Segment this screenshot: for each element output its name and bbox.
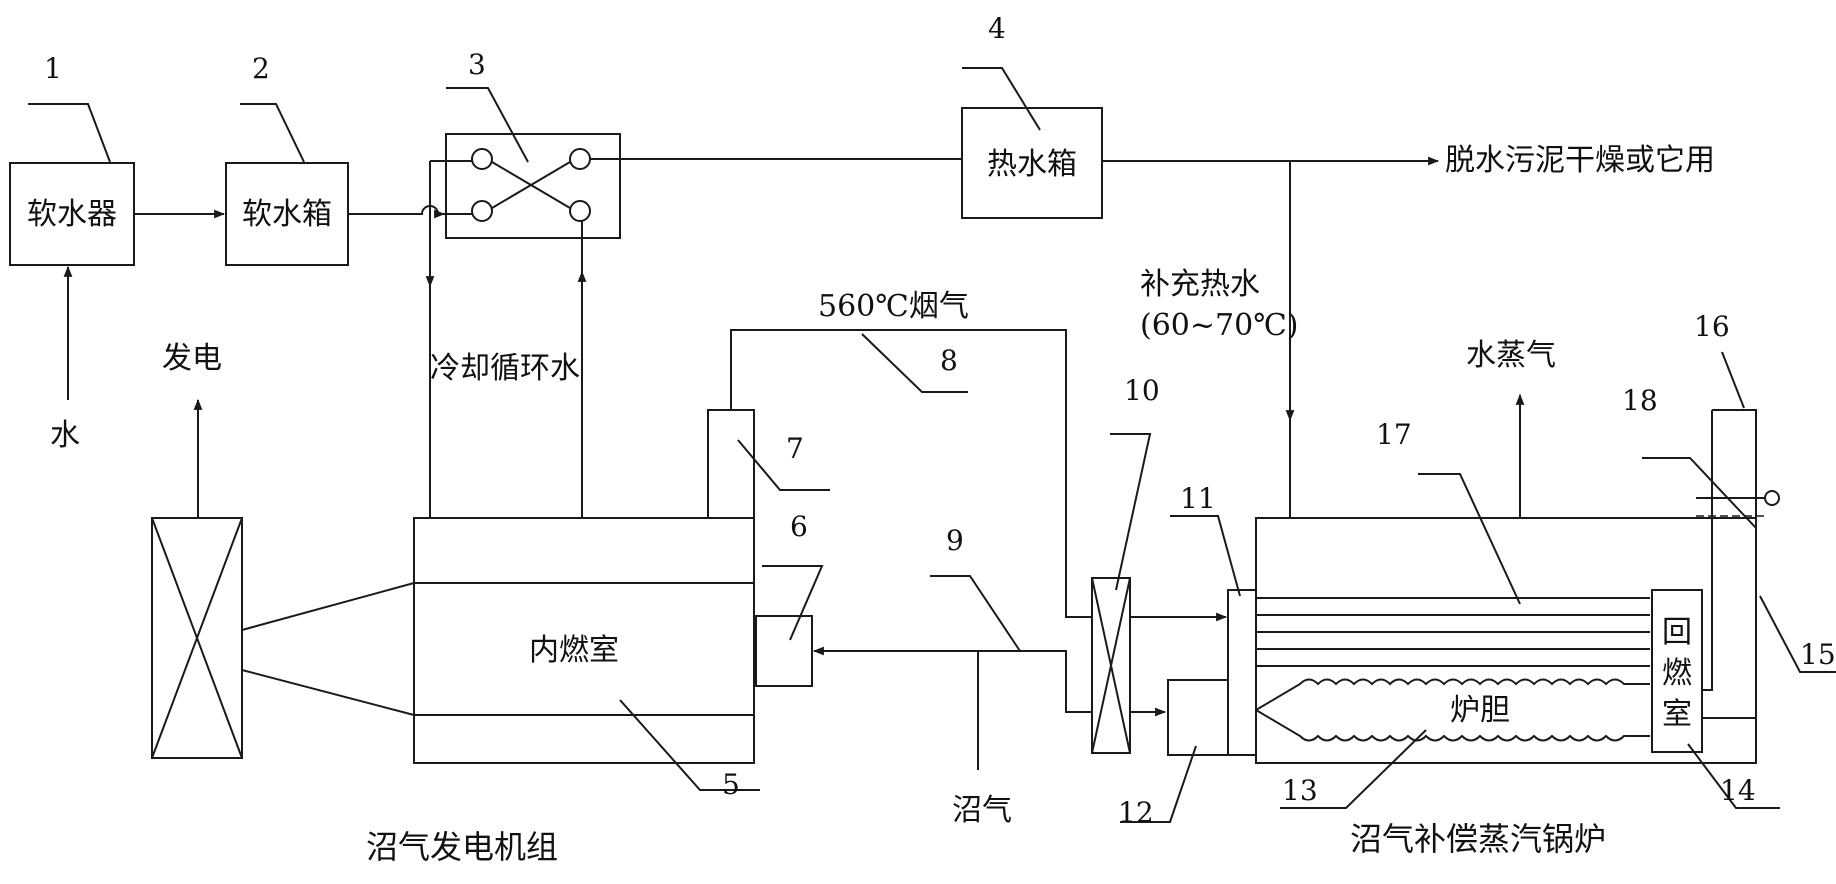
water-in-label: 水 [50, 418, 80, 453]
generator [151, 517, 243, 759]
water-softener-label: 软水器 [27, 197, 117, 232]
number-13: 13 [1282, 774, 1318, 807]
front-plate-11 [1227, 589, 1257, 756]
flue-gas-label: 560℃烟气 [818, 289, 969, 324]
steam-label: 水蒸气 [1466, 338, 1556, 373]
component-numbers: 1 2 3 4 5 6 7 8 9 10 11 12 13 14 15 16 1… [44, 12, 1836, 829]
number-9: 9 [946, 524, 964, 557]
burner-12 [1167, 679, 1229, 756]
number-5: 5 [722, 768, 740, 801]
soft-water-tank-label: 软水箱 [242, 197, 332, 232]
biogas-to-burner-arrow [1010, 650, 1167, 717]
sludge-label: 脱水污泥干燥或它用 [1445, 143, 1715, 178]
generator-set-caption: 沼气发电机组 [366, 828, 558, 866]
number-2: 2 [252, 52, 270, 85]
number-18: 18 [1622, 384, 1658, 417]
number-11: 11 [1180, 482, 1216, 515]
number-7: 7 [786, 432, 804, 465]
soft-water-tank: 软水箱 [225, 162, 349, 266]
number-15: 15 [1800, 638, 1836, 671]
number-6: 6 [790, 510, 808, 543]
hot-water-tank-label: 热水箱 [987, 147, 1077, 182]
number-16: 16 [1694, 310, 1730, 343]
power-label: 发电 [162, 341, 222, 376]
number-14: 14 [1720, 774, 1756, 807]
number-12: 12 [1118, 796, 1154, 829]
furnace-label: 炉胆 [1450, 693, 1510, 728]
furnace-corrugated [1255, 678, 1650, 711]
number-8: 8 [940, 344, 958, 377]
biogas-label: 沼气 [952, 793, 1012, 828]
return-chamber: 回 燃 室 [1651, 589, 1703, 753]
number-10: 10 [1124, 374, 1160, 407]
return-chamber-char-3: 室 [1662, 697, 1692, 732]
heat-exchanger [445, 133, 621, 239]
number-17: 17 [1376, 418, 1412, 451]
combustion-chamber-label: 内燃室 [529, 633, 619, 668]
cooling-water-label: 冷却循环水 [430, 351, 580, 386]
makeup-temp-label: (60~70℃) [1140, 308, 1298, 343]
shaft-upper [241, 582, 415, 631]
leader-lines [28, 67, 1836, 823]
makeup-water-label: 补充热水 [1140, 267, 1260, 302]
number-1: 1 [44, 52, 62, 85]
chimney-16 [1712, 409, 1757, 518]
boiler-caption: 沼气补偿蒸汽锅炉 [1350, 820, 1606, 858]
number-3: 3 [468, 48, 486, 81]
hot-water-tank: 热水箱 [961, 107, 1103, 219]
filter-10 [1091, 577, 1131, 754]
gas-regulator-6 [755, 615, 813, 687]
shaft-lower [241, 669, 415, 716]
exhaust-pipe [707, 409, 755, 519]
internal-combustion-engine: 内燃室 [413, 517, 755, 764]
level-gauge-18 [1764, 490, 1780, 506]
water-softener: 软水器 [9, 162, 135, 266]
number-4: 4 [988, 12, 1006, 45]
return-chamber-char-2: 燃 [1662, 656, 1692, 691]
return-chamber-char-1: 回 [1662, 615, 1692, 650]
